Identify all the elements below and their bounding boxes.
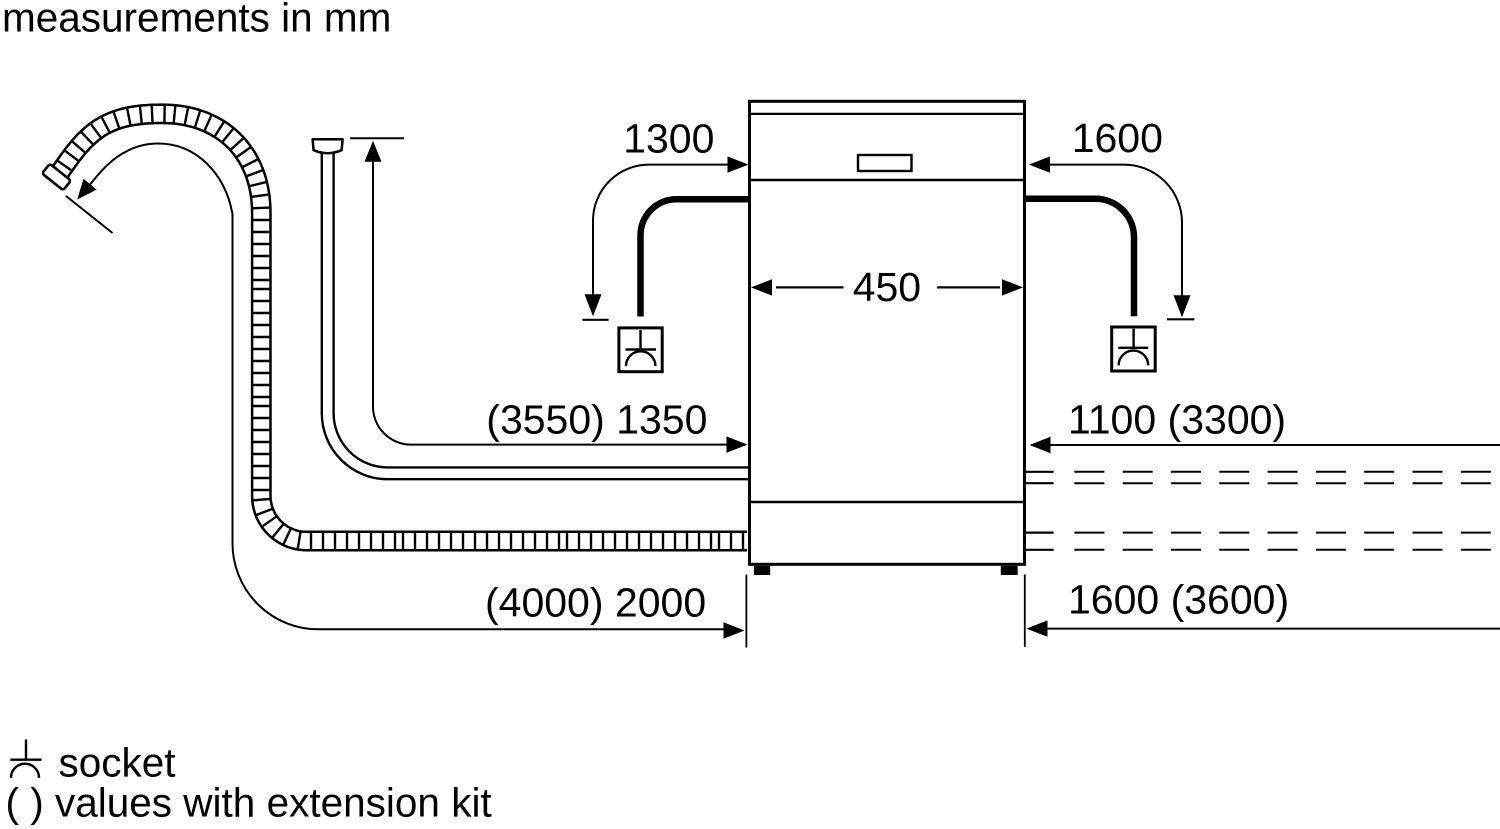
svg-text:socket: socket — [59, 739, 176, 785]
svg-text:1600: 1600 — [1072, 115, 1163, 161]
svg-text:( ) values with extension kit: ( ) values with extension kit — [6, 779, 492, 825]
svg-text:measurements in mm: measurements in mm — [2, 0, 391, 41]
svg-text:1300: 1300 — [623, 116, 714, 162]
svg-text:1100 (3300): 1100 (3300) — [1068, 396, 1286, 442]
svg-text:(4000) 2000: (4000) 2000 — [485, 579, 706, 625]
svg-text:450: 450 — [853, 264, 921, 310]
svg-text:1600 (3600): 1600 (3600) — [1068, 577, 1289, 623]
svg-text:(3550) 1350: (3550) 1350 — [486, 396, 707, 442]
